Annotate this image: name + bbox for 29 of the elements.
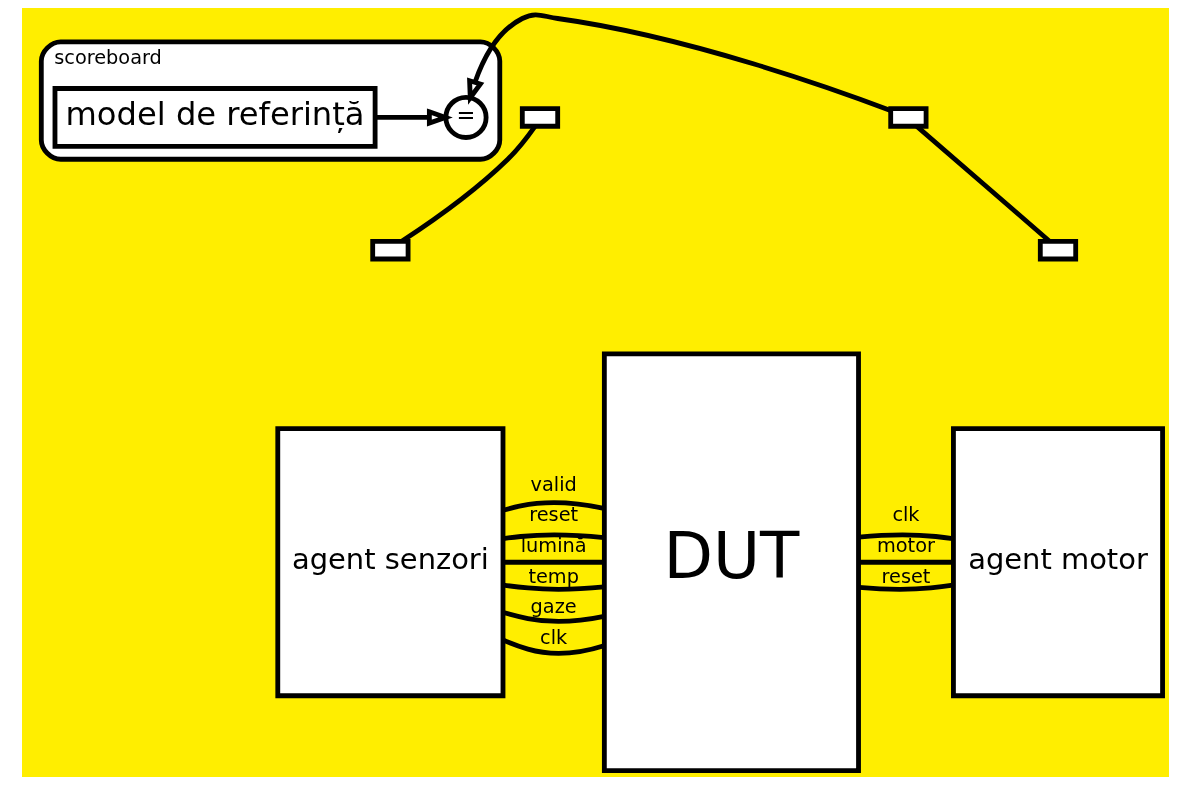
node-box: DUT [601,351,861,773]
edge-label: clk [892,503,920,527]
connector [858,582,954,592]
connector [503,582,605,592]
connector [502,610,605,624]
connector [502,500,605,513]
edge-label: gaze [530,595,577,619]
arrow [375,108,453,127]
connector [502,638,605,656]
node-box [1037,238,1079,262]
edge-label: motor [877,533,935,557]
edge-label: clk [540,625,568,649]
connector [502,532,605,541]
connector [503,559,605,565]
node-box: agent motor [951,426,1165,699]
node-box [519,106,561,129]
arrow [467,12,892,113]
edge-label: reset [529,503,579,527]
node-box [370,238,411,262]
connector [858,532,954,542]
node-box: agent senzori [275,426,506,699]
node-box: model de referință [52,86,378,149]
node-circle: = [443,94,489,140]
node-box [888,106,929,129]
edge-label: temp [528,564,579,588]
edge-label: lumină [520,533,587,557]
edge-label: valid [530,472,577,496]
edge-label: reset [881,564,931,588]
connector [858,559,954,565]
